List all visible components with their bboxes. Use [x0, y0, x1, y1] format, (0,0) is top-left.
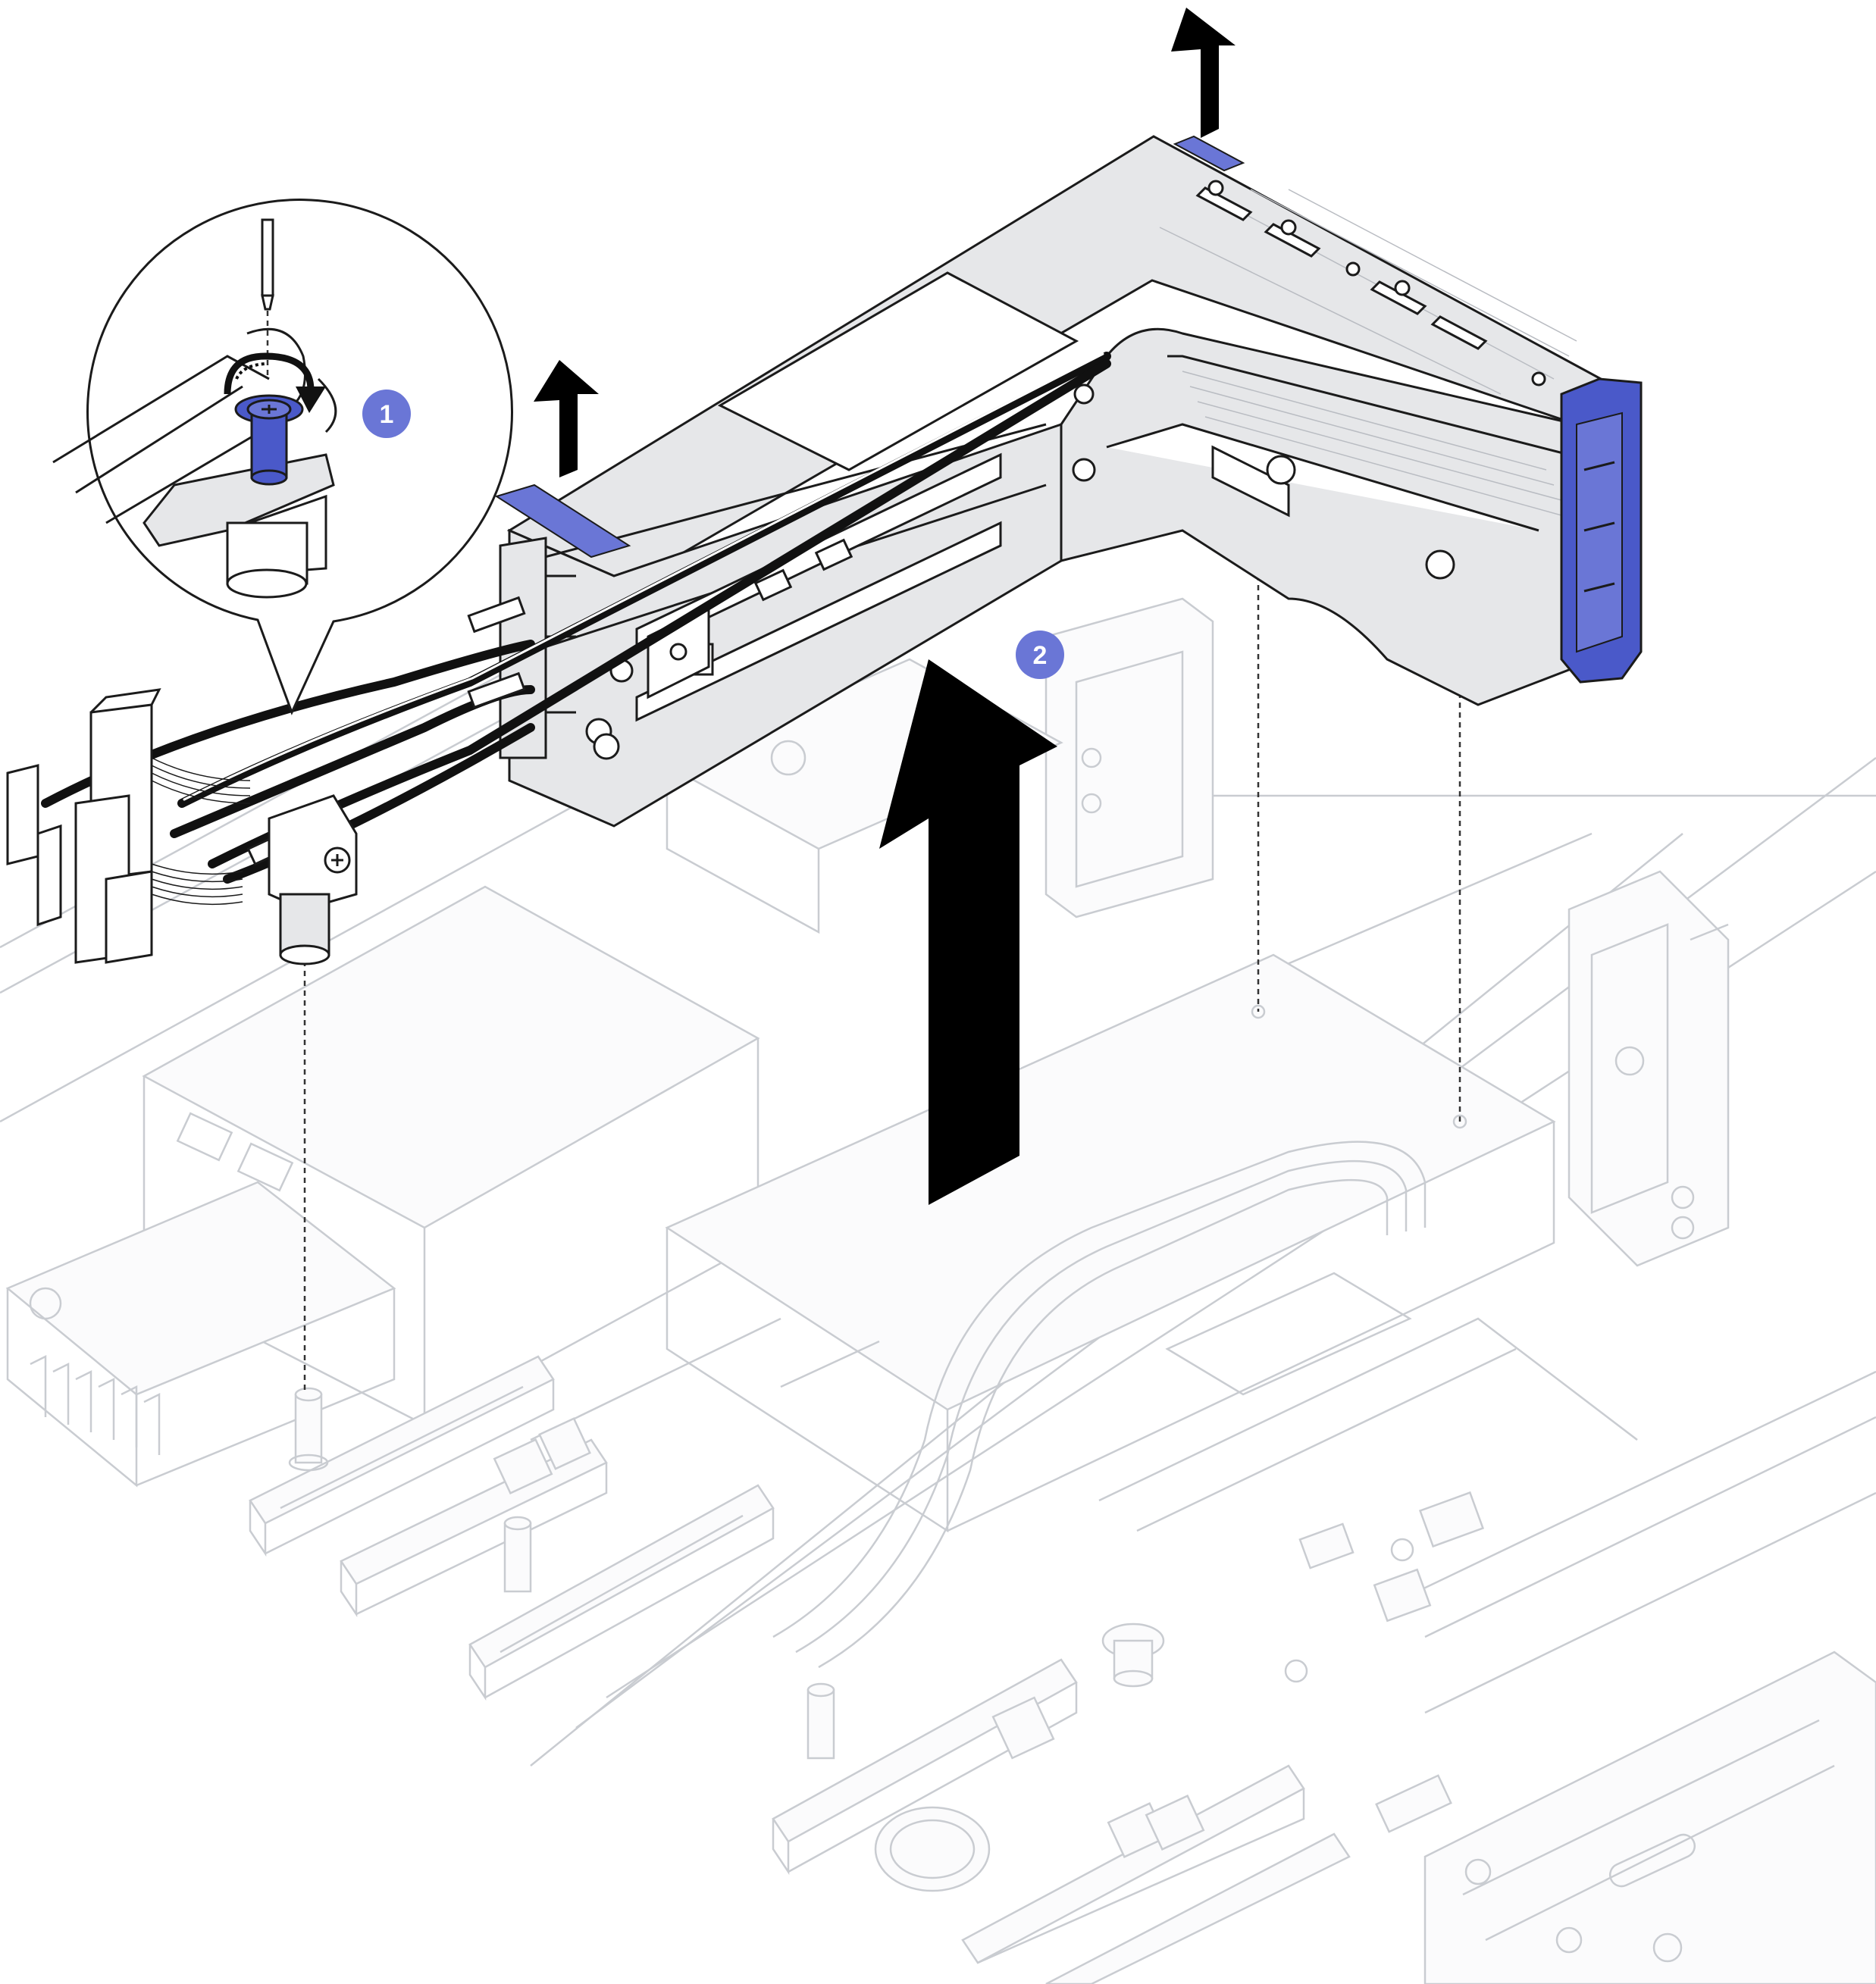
riser-standoff [288, 1387, 329, 1472]
alignment-guides [303, 496, 1467, 1393]
pcie-slots [249, 1355, 1485, 1984]
pcie-slot [961, 1764, 1305, 1964]
lift-arrow-icon [534, 360, 599, 477]
touch-point-rear[interactable] [1173, 135, 1245, 172]
riser-standoff [806, 1682, 835, 1760]
system-board-background [0, 574, 1876, 1984]
cable-connectors [6, 688, 161, 964]
step-1-label: 1 [380, 400, 394, 429]
riser-release-latch[interactable] [1560, 377, 1643, 684]
rotation-arrow-icon [224, 352, 326, 413]
board-thumbscrew-icon [1101, 1623, 1165, 1688]
riser-captive-screw[interactable] [268, 794, 358, 965]
screwdriver-icon [261, 218, 274, 311]
heatsink-fins [30, 1354, 161, 1455]
step-1-badge: 1 [362, 390, 411, 438]
lift-arrow-icon [879, 659, 1057, 1205]
riser-standoff [503, 1516, 532, 1593]
step-2-badge: 2 [1016, 631, 1064, 679]
pcie-slot [1045, 1832, 1351, 1984]
lift-arrows [534, 8, 1236, 1205]
pcie-slot [772, 1658, 1078, 1876]
riser-cage [499, 135, 1603, 828]
pcie-slot [468, 1484, 775, 1701]
pcie-slot [249, 1355, 555, 1557]
touch-point-front[interactable] [494, 483, 631, 559]
magnified-view-callout [52, 199, 513, 715]
cage-slot-holes [1195, 180, 1546, 386]
step-2-label: 2 [1033, 641, 1048, 670]
lift-arrow-icon [1171, 8, 1236, 138]
captive-screw-icon[interactable] [234, 394, 304, 486]
cmos-battery [874, 1806, 991, 1892]
